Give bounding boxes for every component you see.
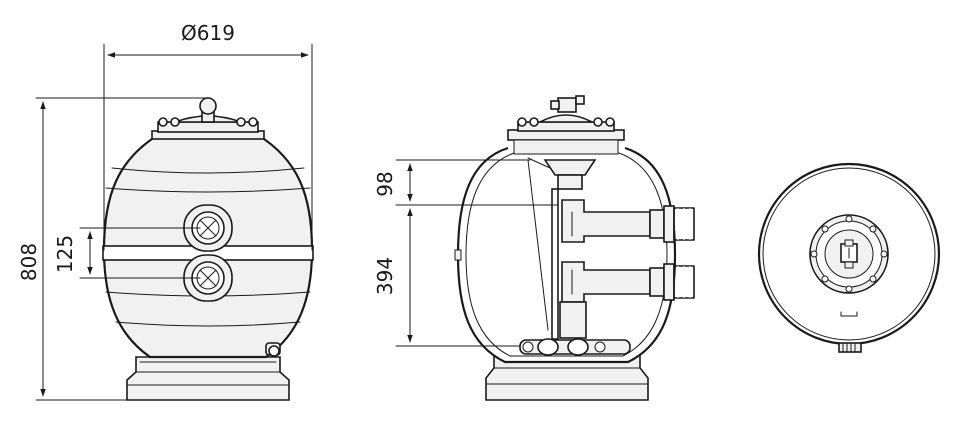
section-lid: [507, 95, 625, 155]
top-view-bolts: [810, 215, 888, 293]
section-upper-connector: [649, 205, 695, 243]
section-base: [485, 354, 649, 401]
section-lower-connector: [649, 263, 695, 301]
dimension-height: 808: [17, 97, 209, 401]
dimension-top-offset: 98: [373, 159, 559, 206]
front-upper-port: [183, 204, 233, 252]
top-view-valve: [840, 239, 858, 269]
internal-spacing-label: 394: [373, 257, 397, 295]
top-view-bottom-connector: [838, 342, 862, 353]
pressure-gauge-icon: [199, 97, 217, 115]
top-offset-label: 98: [373, 171, 397, 196]
diameter-label: Ø619: [181, 21, 235, 45]
section-view: 98 394: [373, 95, 695, 401]
port-spacing-label: 125: [53, 235, 77, 273]
top-view: [757, 162, 941, 353]
height-label: 808: [17, 243, 41, 281]
front-lid: [151, 97, 265, 140]
front-view: Ø619 808 125: [17, 21, 314, 401]
section-internals: [519, 157, 651, 356]
dimension-internal-spacing: 394: [373, 208, 521, 347]
front-base: [126, 356, 290, 401]
dimension-diameter: Ø619: [103, 21, 313, 251]
dimension-port-spacing: 125: [53, 227, 201, 279]
front-drain-valve: [265, 342, 281, 357]
